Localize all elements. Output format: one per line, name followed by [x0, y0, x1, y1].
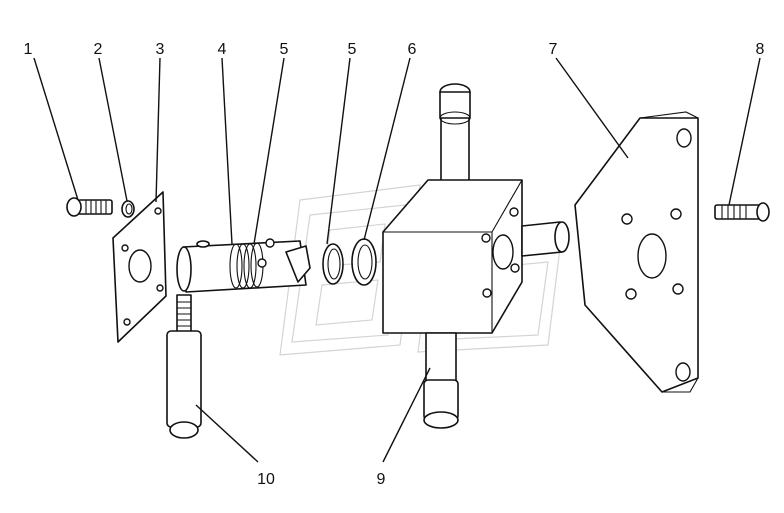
callout-6: 6 [408, 41, 417, 58]
callout-3: 3 [156, 41, 165, 58]
callout-2: 2 [94, 41, 103, 58]
callout-10: 10 [257, 471, 275, 488]
part-7-flange [574, 111, 699, 393]
part-8-screw [714, 202, 770, 222]
callout-5a: 5 [280, 41, 289, 58]
callout-9: 9 [377, 471, 386, 488]
part-9-valve-body [382, 83, 570, 429]
callout-1: 1 [24, 41, 33, 58]
leader-lines [33, 57, 761, 463]
part-2-washer [121, 200, 135, 218]
part-4-spool [176, 238, 311, 293]
part-1-screw [66, 197, 113, 217]
callout-numbers: 1 2 3 4 5 5 6 7 8 9 10 [24, 41, 765, 488]
part-6-o-ring [351, 238, 377, 286]
part-10-stud [166, 294, 202, 439]
callout-5b: 5 [348, 41, 357, 58]
callout-8: 8 [756, 41, 765, 58]
callout-4: 4 [218, 41, 227, 58]
part-3-gasket [112, 191, 167, 343]
part-5-o-ring [322, 243, 344, 285]
callout-7: 7 [549, 41, 558, 58]
